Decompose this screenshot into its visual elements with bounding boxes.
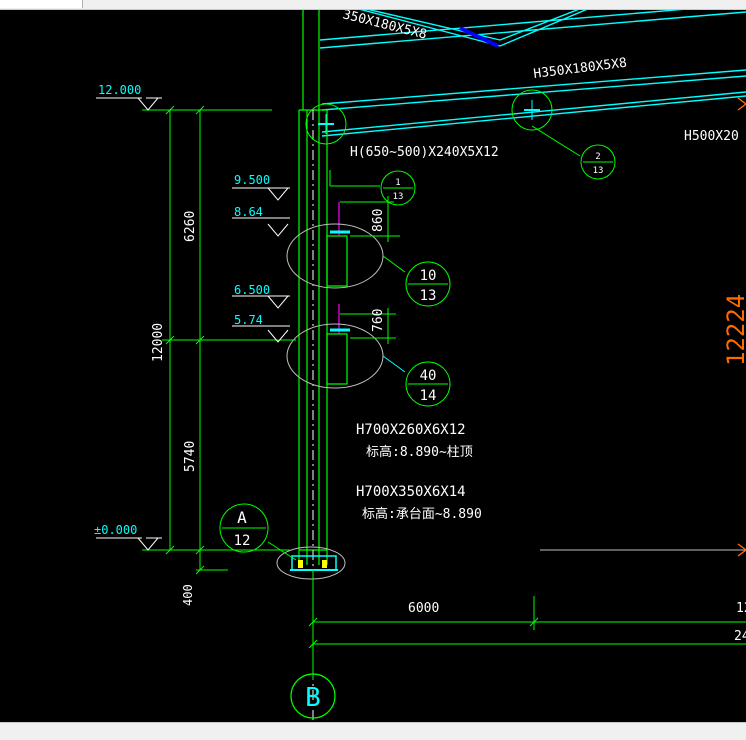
stiffeners	[326, 202, 350, 385]
detail-ellipse-upper[interactable]	[286, 223, 384, 289]
dim-base: 400	[181, 584, 195, 606]
column	[298, 10, 328, 565]
callout-1-13-bottom: 13	[393, 192, 404, 202]
callout-a-12-top: A	[237, 508, 247, 527]
dim-860: 860	[371, 209, 386, 232]
grid-axis-b[interactable]: B	[290, 673, 336, 719]
dim-bay: 6000	[408, 601, 439, 616]
note-lower-range: 标高:承台面~8.890	[362, 506, 482, 522]
elevation-9500: 9.500	[234, 173, 270, 187]
status-bar	[0, 722, 746, 740]
dim-760: 760	[371, 309, 386, 332]
label-beam-mid: H350X180X5X8	[533, 56, 628, 82]
elevation-864: 8.64	[234, 205, 263, 219]
callout-2-13-bottom: 13	[593, 166, 604, 176]
callout-40-14-top: 40	[420, 368, 437, 384]
orange-arrow-bottom	[737, 543, 746, 557]
dim-upper: 6260	[183, 211, 198, 242]
callout-40-14-bottom: 14	[420, 388, 437, 404]
elevation-drawing[interactable]: 12.000 ±0.000 9.500 8.64 6.500 5.74 6260…	[0, 3, 746, 722]
callout-2-13-top: 2	[595, 152, 600, 162]
callout-40-14[interactable]: 40 14	[405, 361, 451, 407]
note-lower-section: H700X350X6X14	[356, 484, 466, 500]
note-upper-range: 标高:8.890~柱顶	[366, 444, 473, 460]
callout-2-13[interactable]: 2 13	[580, 144, 616, 180]
document-tab[interactable]	[0, 0, 83, 8]
grid-axis-label: B	[305, 683, 321, 713]
column-base	[276, 546, 346, 580]
roof-beams	[319, 3, 746, 137]
section-marker-beam[interactable]	[511, 89, 553, 131]
callout-10-13-bottom: 13	[420, 288, 437, 304]
dim-total: 12000	[151, 323, 166, 362]
note-upper-section: H700X260X6X12	[356, 422, 466, 438]
drawing-canvas[interactable]: 12.000 ±0.000 9.500 8.64 6.500 5.74 6260…	[0, 3, 746, 722]
elevation-ground: ±0.000	[94, 523, 137, 537]
dim-total-cut: 24	[734, 629, 746, 644]
label-tapered: H(650~500)X240X5X12	[350, 145, 499, 160]
callout-1-13[interactable]: 1 13	[380, 170, 416, 206]
callout-a-12[interactable]: A 12	[219, 503, 269, 553]
callout-10-13-top: 10	[420, 268, 437, 284]
callout-a-12-bottom: 12	[234, 533, 251, 549]
orange-arrow-top	[737, 97, 746, 111]
blue-beam-highlight	[459, 26, 499, 48]
elevation-top: 12.000	[98, 83, 141, 97]
label-beam-right: H500X20	[684, 129, 739, 144]
horizontal-dimensions	[308, 549, 746, 650]
callout-10-13[interactable]: 10 13	[405, 261, 451, 307]
callout-1-13-top: 1	[395, 178, 400, 188]
dim-bay-cut: 12	[736, 601, 746, 616]
section-marker-column-top[interactable]	[305, 103, 347, 145]
dim-vertical: 12224	[722, 294, 746, 366]
title-bar	[0, 0, 746, 10]
dim-lower: 5740	[183, 441, 198, 472]
elevation-574: 5.74	[234, 313, 263, 327]
elevation-markers	[96, 97, 290, 551]
elevation-6500: 6.500	[234, 283, 270, 297]
dimension-lines	[142, 105, 581, 575]
